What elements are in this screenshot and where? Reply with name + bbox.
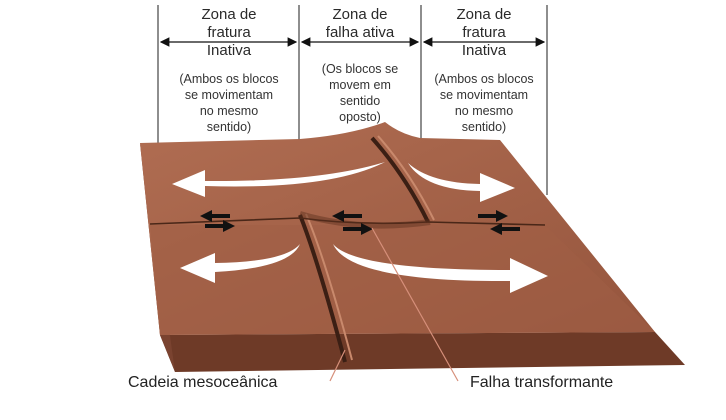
zone-note-line: sentido): [461, 120, 507, 134]
zone-title-line: Zona de: [332, 6, 388, 23]
zone-note-line: movem em: [329, 78, 391, 92]
plate-block: [140, 122, 685, 372]
ridge-lower-highlight: [305, 213, 353, 361]
zone-note-line: sentido): [206, 120, 252, 134]
ridge-upper-segment: [370, 136, 430, 223]
zone-label-inactive-left: Zona de fratura Inativa (Ambos os blocos…: [162, 6, 296, 135]
fracture-zone-line: [149, 217, 546, 226]
zone-title-line: Inativa: [206, 42, 252, 59]
zone-title-line: Zona de: [456, 6, 512, 23]
black-arrow-left-lower: [205, 220, 235, 232]
zone-note-line: (Ambos os blocos: [434, 72, 534, 86]
black-arrow-mid-upper: [332, 210, 362, 222]
zone-note-line: sentido: [339, 94, 381, 108]
zone-note-line: (Os blocos se: [321, 62, 399, 76]
zone-note-line: no mesmo: [454, 104, 514, 118]
white-arrow-lower-right: [333, 244, 548, 293]
zone-label-inactive-right: Zona de fratura Inativa (Ambos os blocos…: [422, 6, 546, 135]
movement-arrows-white: [172, 162, 548, 293]
callout-ridge-label: Cadeia mesoceânica: [128, 374, 278, 391]
callout-leaders: [329, 227, 459, 382]
zone-title-line: Zona de: [201, 6, 257, 23]
white-arrow-lower-left: [180, 244, 300, 283]
white-arrow-upper-right: [408, 163, 515, 202]
black-arrow-mid-lower: [343, 223, 373, 235]
black-arrow-right-upper: [478, 210, 508, 222]
fault-leader-line: [371, 227, 459, 382]
plate-side-front: [160, 332, 685, 372]
white-arrow-upper-left: [172, 162, 385, 197]
zone-label-active: Zona de falha ativa (Os blocos se movem …: [300, 6, 420, 125]
black-arrow-right-lower: [490, 223, 520, 235]
zone-note-line: oposto): [339, 110, 381, 124]
black-arrow-left-upper: [200, 210, 230, 222]
ridge-upper-highlight: [377, 135, 435, 221]
zone-title-line: fratura: [462, 24, 506, 41]
movement-arrows-black: [200, 210, 520, 235]
zone-title-line: fratura: [207, 24, 251, 41]
callout-fault-label: Falha transformante: [470, 374, 614, 391]
zone-note-line: se movimentam: [184, 88, 274, 102]
zone-note-line: no mesmo: [199, 104, 259, 118]
zone-note-line: (Ambos os blocos: [179, 72, 279, 86]
zone-title-line: Inativa: [461, 42, 507, 59]
zone-note-line: se movimentam: [439, 88, 529, 102]
ridge-leader-line: [329, 349, 346, 382]
plate-lower-region: [150, 225, 655, 335]
zone-title-line: falha ativa: [325, 24, 395, 41]
ridge-lower-segment: [298, 214, 347, 363]
